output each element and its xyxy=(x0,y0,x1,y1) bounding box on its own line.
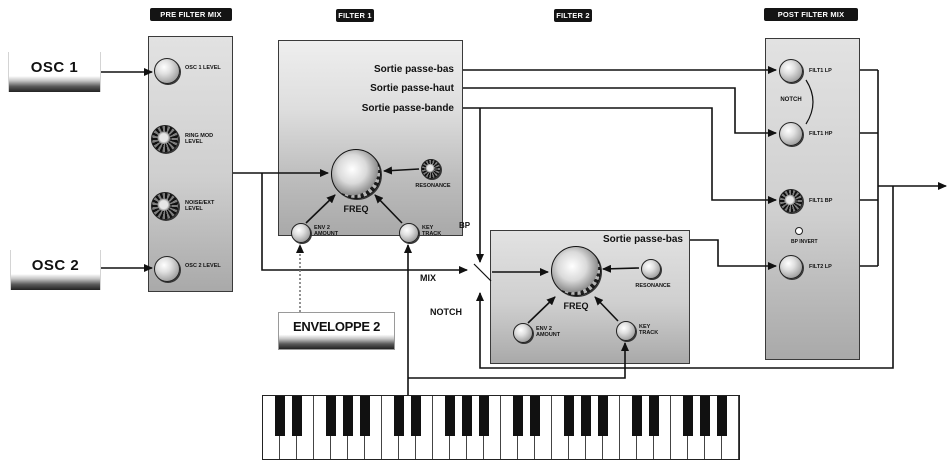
ring-mod-level-knob xyxy=(151,125,179,153)
noise-level-label: NOISE/EXT LEVEL xyxy=(185,200,215,212)
keyboard-black-key xyxy=(343,396,353,436)
filter2-resonance-label: RESONANCE xyxy=(635,283,671,289)
keyboard-black-key xyxy=(598,396,608,436)
filter1-bandpass-out-line xyxy=(463,107,777,204)
keyboard-black-key xyxy=(513,396,523,436)
filter1-env2-amount-knob xyxy=(291,223,311,243)
filter1-freq-label: FREQ xyxy=(343,204,369,214)
keyboard-black-key xyxy=(326,396,336,436)
filter2-freq-label: FREQ xyxy=(563,301,589,311)
keyboard-black-key xyxy=(445,396,455,436)
keyboard-black-key xyxy=(394,396,404,436)
keyboard-black-key xyxy=(275,396,285,436)
filt1-hp-label: FILT1 HP xyxy=(809,131,833,137)
pre-filter-mix-panel: OSC 1 LEVEL RING MOD LEVEL NOISE/EXT LEV… xyxy=(148,36,233,292)
keyboard xyxy=(262,395,740,460)
pre-filter-mix-header: PRE FILTER MIX xyxy=(150,8,232,21)
osc2-level-knob xyxy=(154,256,180,282)
keyboard-black-key xyxy=(360,396,370,436)
post-filter-mix-header: POST FILTER MIX xyxy=(764,8,858,21)
envelope-2-box: ENVELOPPE 2 xyxy=(278,312,395,350)
keyboard-black-key xyxy=(581,396,591,436)
filter2-freq-knob xyxy=(551,246,601,296)
filt1-lp-label: FILT1 LP xyxy=(809,68,832,74)
filter1-resonance-knob xyxy=(421,159,441,179)
filter1-resonance-label: RESONANCE xyxy=(415,183,451,189)
filter2-lowpass-out-line xyxy=(690,239,777,270)
filt1-hp-knob xyxy=(779,122,803,146)
ring-mod-level-label: RING MOD LEVEL xyxy=(185,133,214,145)
keyboard-black-key xyxy=(479,396,489,436)
keyboard-black-key xyxy=(530,396,540,436)
osc1-level-label: OSC 1 LEVEL xyxy=(185,65,221,71)
filter1-key-track-label: KEY TRACK xyxy=(422,225,442,237)
filter-2-panel: Sortie passe-bas FREQ RESONANCE ENV 2 AM… xyxy=(490,230,690,364)
filter-2-header: FILTER 2 xyxy=(554,9,592,22)
filter1-bandpass-output-label: Sortie passe-bande xyxy=(361,103,454,114)
post-filter-mix-panel: FILT1 LP NOTCH FILT1 HP FILT1 BP BP INVE… xyxy=(765,38,860,360)
filt1-bp-knob xyxy=(779,189,803,213)
osc2-level-label: OSC 2 LEVEL xyxy=(185,263,221,269)
filter2-env2-amount-label: ENV 2 AMOUNT xyxy=(536,326,561,338)
bp-route-label: BP xyxy=(459,221,471,230)
bp-invert-label: BP INVERT xyxy=(791,239,818,245)
filt1-bp-label: FILT1 BP xyxy=(809,198,833,204)
filter2-lowpass-output-label: Sortie passe-bas xyxy=(602,234,683,245)
osc-2-box: OSC 2 xyxy=(10,250,101,290)
keyboard-black-key xyxy=(564,396,574,436)
osc-1-box: OSC 1 xyxy=(8,52,101,92)
filter-1-header: FILTER 1 xyxy=(336,9,374,22)
filter2-key-track-knob xyxy=(616,321,636,341)
filt1-lp-knob xyxy=(779,59,803,83)
bp-invert-switch xyxy=(795,227,803,235)
post-mix-bus xyxy=(860,69,879,267)
filter2-env2-amount-knob xyxy=(513,323,533,343)
filter1-lowpass-output-label: Sortie passe-bas xyxy=(373,64,454,75)
keyboard-black-key xyxy=(632,396,642,436)
filter2-resonance-knob xyxy=(641,259,661,279)
filter2-input-switch xyxy=(473,263,492,282)
notch-route-label: NOTCH xyxy=(430,307,462,317)
filter1-freq-knob xyxy=(331,149,381,199)
mix-route-label: MIX xyxy=(420,273,437,283)
filter1-highpass-out-line xyxy=(463,87,777,137)
filter2-key-track-label: KEY TRACK xyxy=(639,324,659,336)
keyboard-black-key xyxy=(700,396,710,436)
filt2-lp-label: FILT2 LP xyxy=(809,264,832,270)
filter1-key-track-knob xyxy=(399,223,419,243)
keyboard-black-key xyxy=(683,396,693,436)
osc1-level-knob xyxy=(154,58,180,84)
filter1-env2-amount-label: ENV 2 AMOUNT xyxy=(314,225,339,237)
keyboard-black-key xyxy=(649,396,659,436)
notch-label: NOTCH xyxy=(780,97,802,103)
filter1-highpass-output-label: Sortie passe-haut xyxy=(370,83,454,94)
keyboard-black-key xyxy=(292,396,302,436)
keyboard-black-key xyxy=(717,396,727,436)
filt2-lp-knob xyxy=(779,255,803,279)
filter-1-panel: Sortie passe-bas Sortie passe-haut Sorti… xyxy=(278,40,463,243)
noise-level-knob xyxy=(151,192,179,220)
keyboard-black-key xyxy=(462,396,472,436)
keyboard-black-key xyxy=(411,396,421,436)
